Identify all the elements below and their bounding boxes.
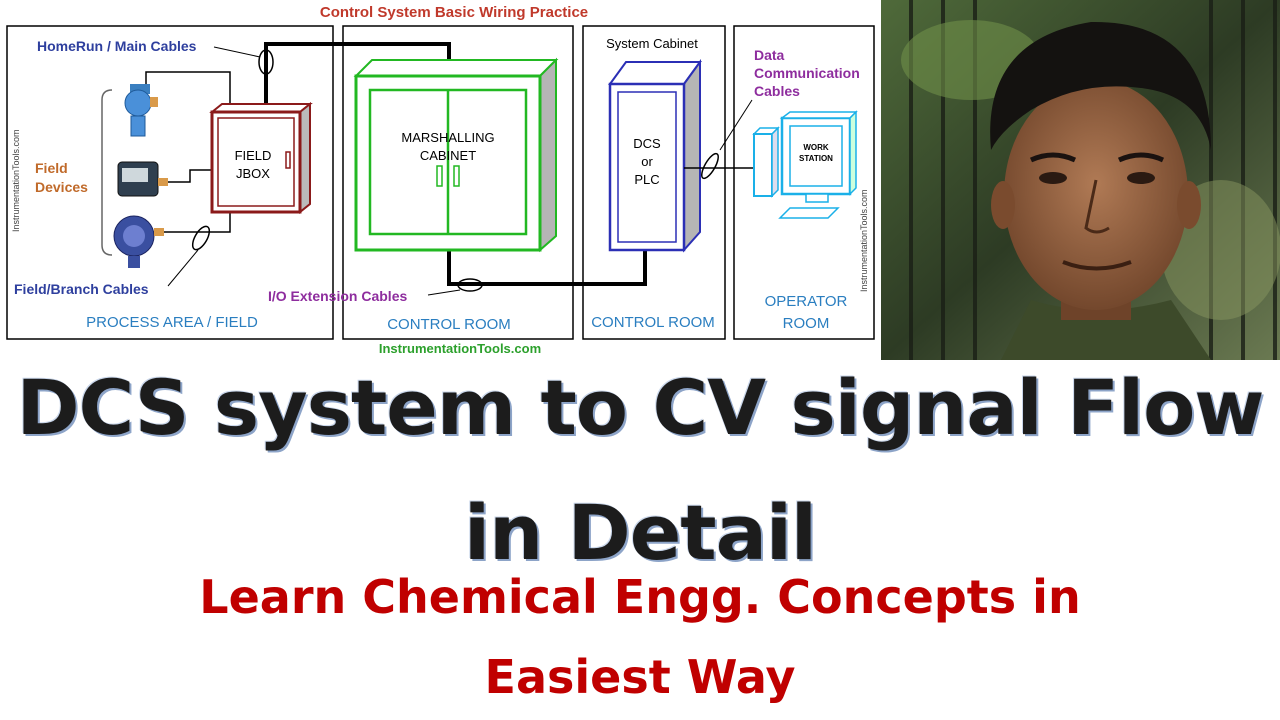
cable-bundle-marker (258, 49, 274, 75)
field-devices-label-1: Field (35, 160, 68, 176)
wiring-diagram: Control System Basic Wiring Practice Ins… (6, 4, 875, 356)
field-jbox-label-1: FIELD (235, 148, 272, 163)
zone-label-control-1: CONTROL ROOM (387, 316, 511, 333)
zone-label-process: PROCESS AREA / FIELD (86, 314, 258, 331)
data-comm-label-2: Communication (754, 65, 860, 81)
zone-process-area (6, 25, 334, 340)
branch-cable-marker (191, 225, 211, 251)
field-branch-label: Field/Branch Cables (14, 281, 149, 297)
flow-transmitter-icon (113, 215, 164, 268)
subtitle-line-1: Learn Chemical Engg. Concepts in (199, 570, 1081, 624)
homerun-pointer (213, 46, 261, 58)
footer-url: InstrumentationTools.com (379, 341, 541, 356)
field-devices-label-2: Devices (35, 179, 88, 195)
dcs-label-2: or (641, 154, 653, 169)
branch-cable-2 (168, 169, 214, 183)
data-comm-pointer (719, 99, 753, 151)
headline-line-1: DCS system to CV signal Flow (16, 363, 1264, 452)
transmitter-display-icon (117, 161, 168, 197)
data-comm-label-1: Data (754, 47, 785, 63)
marshalling-cabinet (353, 57, 559, 253)
watermark-right: InstrumentationTools.com (859, 189, 869, 292)
presenter-photo (881, 0, 1280, 360)
zone-label-operator-2: ROOM (783, 315, 830, 332)
field-devices-bracket (101, 89, 113, 256)
branch-cable-3 (164, 206, 231, 233)
branch-pointer (167, 249, 199, 287)
diagram-title: Control System Basic Wiring Practice (320, 4, 588, 21)
zone-control-room-1 (342, 25, 574, 340)
workstation-label-2: STATION (799, 154, 833, 163)
system-cabinet-label: System Cabinet (606, 36, 698, 51)
marshalling-label-2: CABINET (420, 148, 476, 163)
field-jbox (209, 101, 313, 215)
data-comm-label-3: Cables (754, 83, 800, 99)
branch-cable-1 (145, 71, 231, 112)
workstation-icon (752, 110, 858, 219)
zone-operator-room (733, 25, 875, 340)
data-comm-marker (701, 152, 719, 180)
headline-line-2: in Detail (464, 488, 817, 577)
workstation-label-1: WORK (803, 143, 829, 152)
io-extension-label: I/O Extension Cables (268, 288, 407, 304)
zone-label-operator-1: OPERATOR (765, 293, 848, 310)
dcs-label-1: DCS (633, 136, 661, 151)
io-pointer (427, 289, 461, 296)
watermark-left: InstrumentationTools.com (11, 129, 21, 232)
io-extension-cable (447, 250, 647, 286)
field-jbox-label-2: JBOX (236, 166, 270, 181)
homerun-label: HomeRun / Main Cables (37, 38, 197, 54)
marshalling-label-1: MARSHALLING (401, 130, 494, 145)
zone-control-room-2 (582, 25, 726, 340)
io-cable-marker (457, 278, 483, 292)
subtitle-line-2: Easiest Way (484, 650, 796, 704)
zone-label-control-2: CONTROL ROOM (591, 314, 715, 331)
homerun-cable (264, 42, 451, 112)
pressure-transmitter-icon (124, 84, 158, 137)
dcs-cabinet (608, 58, 702, 253)
dcs-label-3: PLC (634, 172, 659, 187)
